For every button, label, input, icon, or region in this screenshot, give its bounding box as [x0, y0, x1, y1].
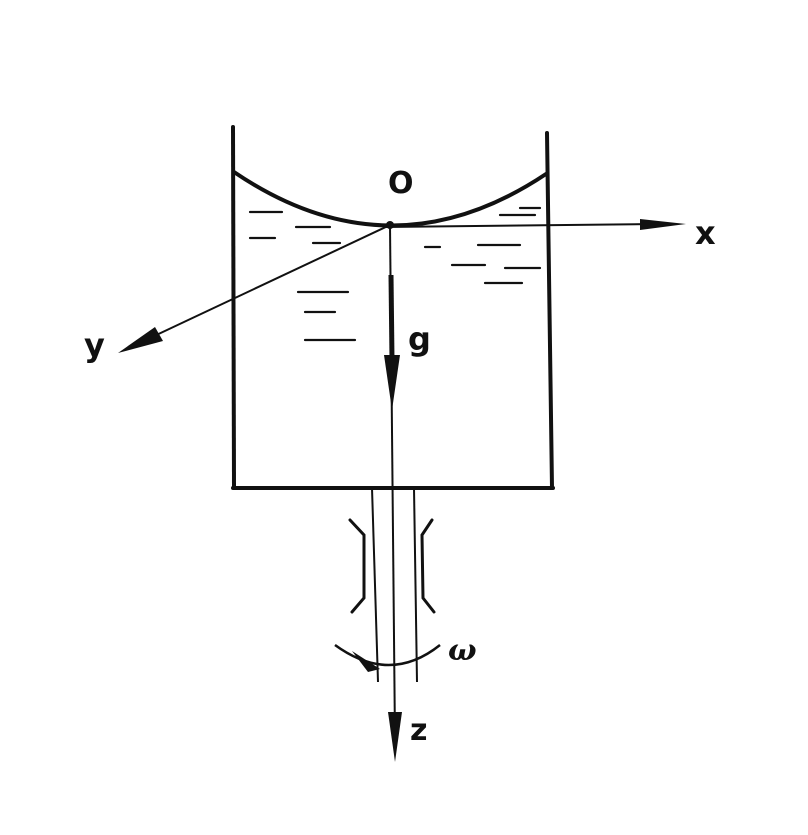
vessel-right-wall — [545, 131, 554, 490]
x-axis — [384, 219, 686, 230]
y-axis — [118, 224, 391, 353]
z-axis-label: z — [410, 713, 427, 748]
liquid-hatching — [248, 206, 542, 342]
x-axis-arrowhead — [640, 219, 686, 230]
shaft — [371, 487, 418, 683]
origin-label: O — [388, 166, 414, 201]
rotation-arrowhead — [352, 651, 380, 672]
bearing-right — [420, 518, 436, 614]
gravity-vector — [384, 274, 400, 410]
rotation-indicator — [334, 643, 441, 672]
bearing-left — [348, 518, 366, 614]
gravity-label: g — [408, 320, 431, 358]
vessel-left-wall — [231, 125, 236, 490]
angular-velocity-label: ω — [448, 633, 477, 668]
gravity-arrowhead — [384, 355, 400, 410]
y-axis-arrowhead — [118, 327, 163, 353]
x-axis-label: x — [695, 214, 716, 252]
y-axis-label: y — [84, 326, 105, 364]
origin-point — [386, 221, 394, 229]
bearing-brackets — [348, 518, 436, 614]
z-axis-arrowhead — [388, 712, 402, 762]
